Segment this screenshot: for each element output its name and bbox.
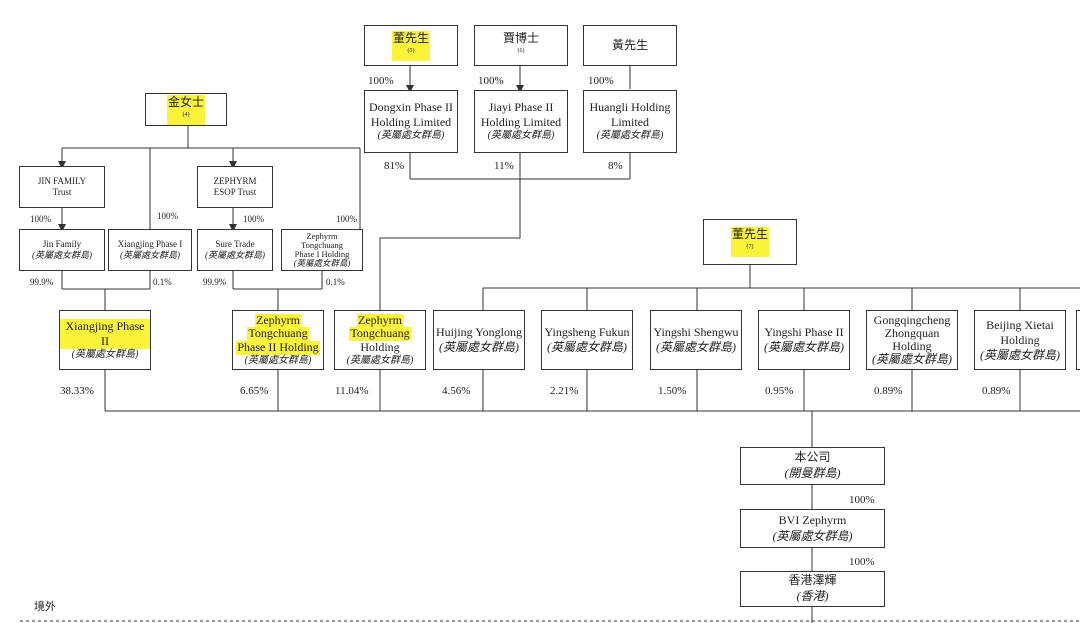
entity-zt-phase-1-holding: Zephyrm Tongchuang Phase I Holding (英屬處女… [281, 229, 363, 271]
pct-bvi-hk: 100% [849, 556, 875, 568]
entity-xiangjing-phase-1: Xiangjing Phase I (英屬處女群島) [108, 229, 192, 271]
entity-zephyrm-esop-trust: ZEPHYRM ESOP Trust [197, 166, 273, 208]
entity-yingshi-phase-2: Yingshi Phase II (英屬處女群島) [758, 310, 850, 370]
pct-suretrade: 99.9% [203, 277, 227, 287]
pct-xiangjing1: 0.1% [153, 277, 172, 287]
pct-huangli: 8% [608, 160, 623, 172]
pct-ztphase2: 6.65% [240, 385, 269, 397]
pct-huijing: 4.56% [442, 385, 471, 397]
pct-jin-xiangjing1: 100% [157, 211, 178, 221]
pct-ztholding: 11.04% [335, 385, 369, 397]
entity-cut-off [1076, 310, 1080, 370]
offshore-label: 境外 [34, 601, 56, 613]
pct-huang-huangli: 100% [588, 75, 614, 87]
entity-yingshi-shengwu: Yingshi Shengwu (英屬處女群島) [650, 310, 742, 370]
pct-jia-jiayi: 100% [478, 75, 504, 87]
pct-jiayi: 11% [494, 160, 514, 172]
entity-zt-phase-2-holding: Zephyrm Tongchuang Phase II Holding (英屬處… [232, 310, 324, 370]
pct-esop-suretrade: 100% [243, 214, 264, 224]
entity-hk-zephyrm: 香港澤輝 (香港) [740, 571, 885, 607]
entity-bvi-zephyrm: BVI Zephyrm (英屬處女群島) [740, 509, 885, 548]
pct-jin-ztphase1: 100% [336, 214, 357, 224]
pct-yingsheng: 2.21% [550, 385, 579, 397]
pct-trust-jinfamily: 100% [30, 214, 51, 224]
person-mr-dong-7: 董先生(7) [703, 219, 797, 265]
entity-yingsheng-fukun: Yingsheng Fukun (英屬處女群島) [541, 310, 633, 370]
person-ms-jin: 金女士(4) [145, 93, 227, 126]
person-mr-dong-5: 董先生(5) [364, 25, 458, 66]
pct-ztphase1: 0.1% [326, 277, 345, 287]
entity-jin-family: Jin Family (英屬處女群島) [19, 229, 105, 271]
entity-beijing-xietai: Beijing Xietai Holding (英屬處女群島) [974, 310, 1066, 370]
entity-dongxin: Dongxin Phase II Holding Limited (英屬處女群島… [364, 90, 458, 153]
pct-gongqing: 0.89% [874, 385, 903, 397]
pct-beijing: 0.89% [982, 385, 1011, 397]
person-mr-huang: 黃先生 [583, 25, 677, 66]
entity-huijing-yonglong: Huijing Yonglong (英屬處女群島) [433, 310, 525, 370]
pct-yingshi-p2: 0.95% [765, 385, 794, 397]
pct-jinfamily: 99.9% [30, 277, 54, 287]
entity-gongqingcheng-zhongquan: Gongqingcheng Zhongquan Holding (英屬處女群島) [866, 310, 958, 370]
entity-jiayi: Jiayi Phase II Holding Limited (英屬處女群島) [474, 90, 568, 153]
entity-xiangjing-phase-2: Xiangjing Phase II (英屬處女群島) [59, 310, 151, 370]
entity-sure-trade: Sure Trade (英屬處女群島) [197, 229, 273, 271]
entity-company: 本公司 (開曼群島) [740, 447, 885, 485]
pct-dongxin: 81% [384, 160, 405, 172]
pct-yingshi-sw: 1.50% [658, 385, 687, 397]
pct-xiangjing2: 38.33% [60, 385, 94, 397]
entity-zt-holding: Zephyrm Tongchuang Holding (英屬處女群島) [334, 310, 426, 370]
line-to-zt-holding [379, 179, 521, 310]
entity-jin-family-trust: JIN FAMILY Trust [19, 166, 105, 208]
pct-dong-dongxin: 100% [368, 75, 394, 87]
entity-huangli: Huangli Holding Limited (英屬處女群島) [583, 90, 677, 153]
person-dr-jia: 賈博士(6) [474, 25, 568, 66]
pct-company-bvi: 100% [849, 494, 875, 506]
